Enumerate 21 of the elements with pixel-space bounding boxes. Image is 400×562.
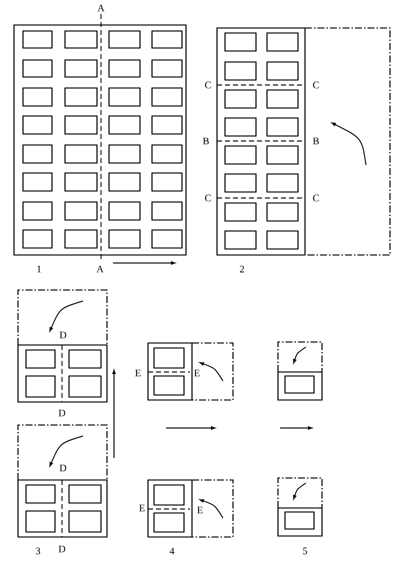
figure-number: 2	[238, 264, 246, 274]
fold-letter: B	[202, 136, 210, 146]
fold-letter: D	[58, 330, 68, 340]
fold-letter: A	[96, 4, 106, 12]
fold-letter: C	[204, 80, 212, 90]
fold-letter: C	[312, 80, 320, 90]
fold-letter: E	[192, 368, 202, 378]
fold-letter: A	[95, 264, 105, 274]
fold-letter: D	[57, 544, 67, 554]
figure-number: 1	[36, 264, 42, 274]
fold-letter: C	[204, 194, 212, 202]
fold-letter: E	[134, 368, 142, 378]
figure-number: 5	[302, 546, 308, 556]
figure-number: 3	[34, 546, 42, 556]
figure-number: 4	[168, 546, 176, 556]
fold-letter: C	[312, 194, 320, 202]
fold-letter: E	[138, 504, 146, 512]
fold-letter: D	[58, 464, 68, 472]
fold-letter: E	[196, 506, 204, 514]
fold-letter: D	[57, 408, 67, 418]
fold-letter: B	[312, 136, 320, 146]
